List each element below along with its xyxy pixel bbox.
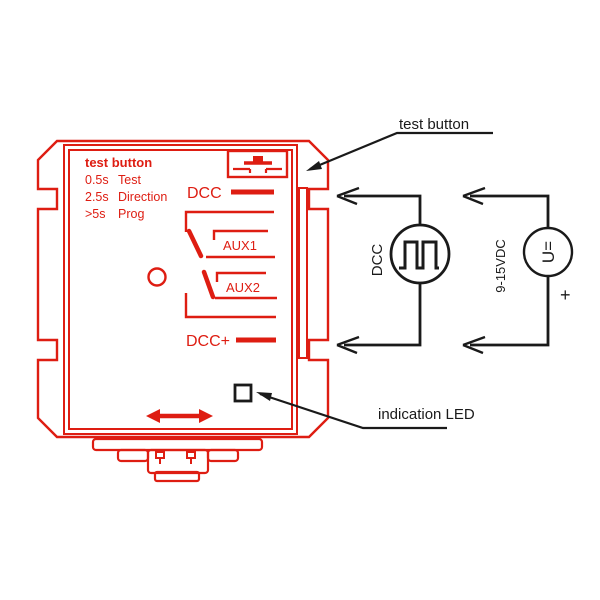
terminal-dcc-label: DCC xyxy=(187,185,222,202)
bottom-connector xyxy=(91,437,264,483)
legend-action-2: Direction xyxy=(118,190,167,204)
callout-test-button: test button xyxy=(306,116,493,171)
legend-time-1: 0.5s xyxy=(85,173,109,187)
legend-time-3: >5s xyxy=(85,207,106,221)
decoder-module: test button 0.5s Test 2.5s Direction >5s… xyxy=(36,139,330,483)
power-source-branch: U= 9-15VDC + xyxy=(462,186,574,355)
legend-action-3: Prog xyxy=(118,207,144,221)
square-wave-icon xyxy=(389,223,451,285)
double-arrow-icon xyxy=(146,409,213,423)
legend-title: test button xyxy=(85,155,152,170)
mounting-hole-icon xyxy=(147,267,167,287)
terminal-aux1-label: AUX1 xyxy=(223,238,257,253)
power-plus-sign: + xyxy=(560,285,571,305)
wire-arrow xyxy=(462,335,486,355)
wire-arrow xyxy=(336,335,360,355)
module-edge-strip xyxy=(298,187,308,359)
aux1-switch xyxy=(184,210,275,259)
terminal-dccplus-label: DCC+ xyxy=(186,333,230,350)
dcc-source-label: DCC xyxy=(369,244,386,277)
callout-arrowhead xyxy=(306,161,322,171)
wire-arrow xyxy=(462,186,486,206)
aux2-switch xyxy=(184,269,277,319)
wire-arrow xyxy=(336,186,360,206)
callout-test-button-label: test button xyxy=(399,116,469,133)
button-legend: test button 0.5s Test 2.5s Direction >5s… xyxy=(85,155,167,221)
legend-time-2: 2.5s xyxy=(85,190,109,204)
module-board-outer xyxy=(63,144,298,435)
callout-arrowhead xyxy=(256,392,272,401)
square-wave-glyph xyxy=(399,240,439,270)
dc-voltage-source-icon xyxy=(522,226,574,278)
power-source-label: 9-15VDC xyxy=(493,239,508,292)
legend-action-1: Test xyxy=(118,173,141,187)
dcc-source-branch: DCC xyxy=(336,186,451,355)
pushbutton-icon xyxy=(226,149,289,179)
dc-source-symbol: U= xyxy=(539,241,558,263)
module-board-inner xyxy=(68,149,293,430)
callout-indication-led: indication LED xyxy=(256,392,475,430)
module-case-outline xyxy=(36,139,330,439)
callout-indication-led-label: indication LED xyxy=(378,406,475,423)
terminal-aux2-label: AUX2 xyxy=(226,280,260,295)
led-square-icon xyxy=(233,383,253,403)
